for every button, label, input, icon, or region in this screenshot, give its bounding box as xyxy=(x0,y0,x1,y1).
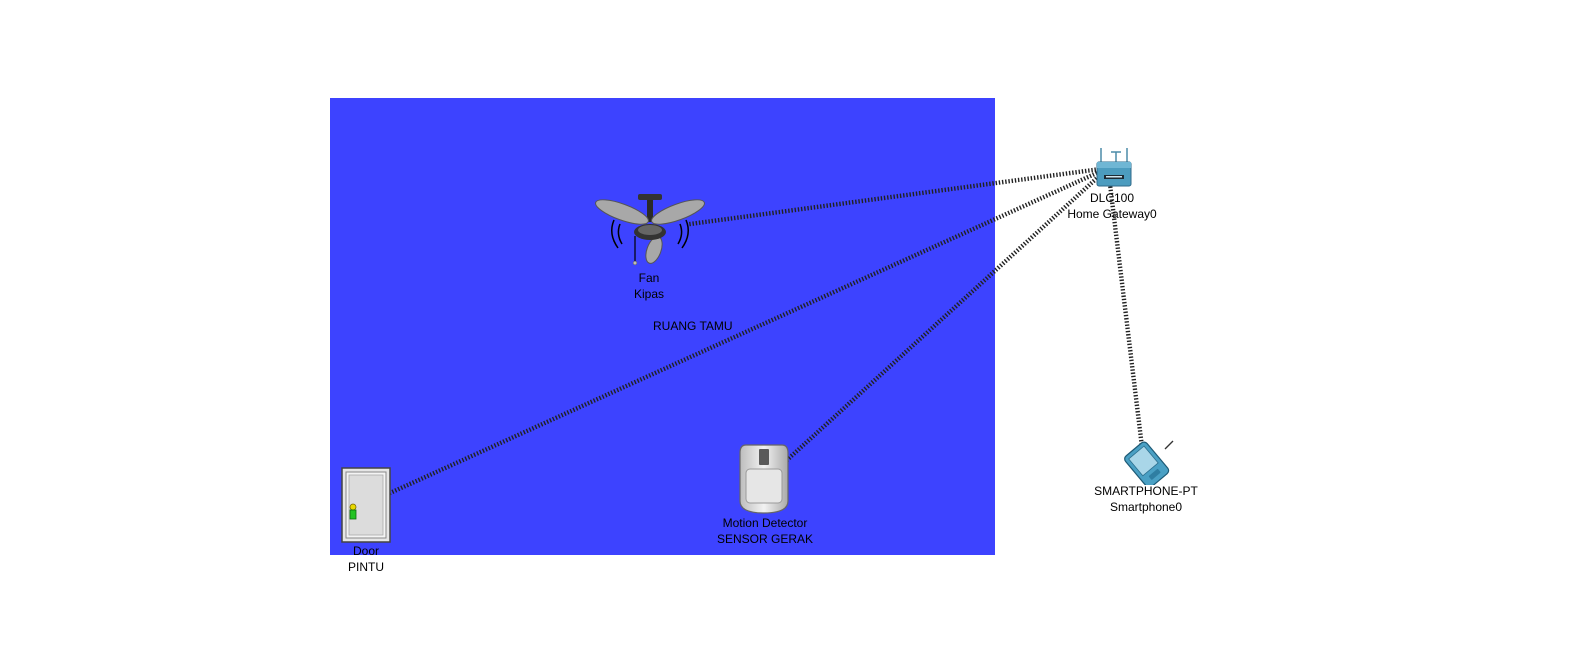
motion-label: Motion Detector SENSOR GERAK xyxy=(700,515,830,547)
door-device[interactable] xyxy=(341,467,391,543)
fan-name-label: Kipas xyxy=(633,287,665,301)
phone-label: SMARTPHONE-PT Smartphone0 xyxy=(1081,483,1211,515)
room-label: RUANG TAMU xyxy=(653,319,733,333)
door-icon xyxy=(341,467,391,543)
home-gateway-icon xyxy=(1096,148,1132,187)
door-model-label: Door xyxy=(352,544,379,558)
ceiling-fan-icon xyxy=(595,194,705,266)
gateway-model-label: DLC100 xyxy=(1089,191,1135,205)
fan-label: Fan Kipas xyxy=(609,270,689,302)
motion-detector-device[interactable] xyxy=(738,443,790,515)
gateway-name-label: Home Gateway0 xyxy=(1067,207,1157,221)
smartphone-device[interactable] xyxy=(1116,439,1176,485)
motion-model-label: Motion Detector xyxy=(722,516,808,530)
door-name-label: PINTU xyxy=(348,560,384,574)
motion-detector-icon xyxy=(739,444,789,514)
fan-model-label: Fan xyxy=(638,271,660,285)
gateway-label: DLC100 Home Gateway0 xyxy=(1052,190,1172,222)
phone-model-label: SMARTPHONE-PT xyxy=(1094,484,1198,498)
home-gateway-device[interactable] xyxy=(1094,146,1134,190)
fan-device[interactable] xyxy=(592,190,708,270)
phone-name-label: Smartphone0 xyxy=(1109,500,1183,514)
smartphone-icon xyxy=(1124,440,1174,485)
motion-name-label: SENSOR GERAK xyxy=(716,532,814,546)
door-label: Door PINTU xyxy=(326,543,406,575)
